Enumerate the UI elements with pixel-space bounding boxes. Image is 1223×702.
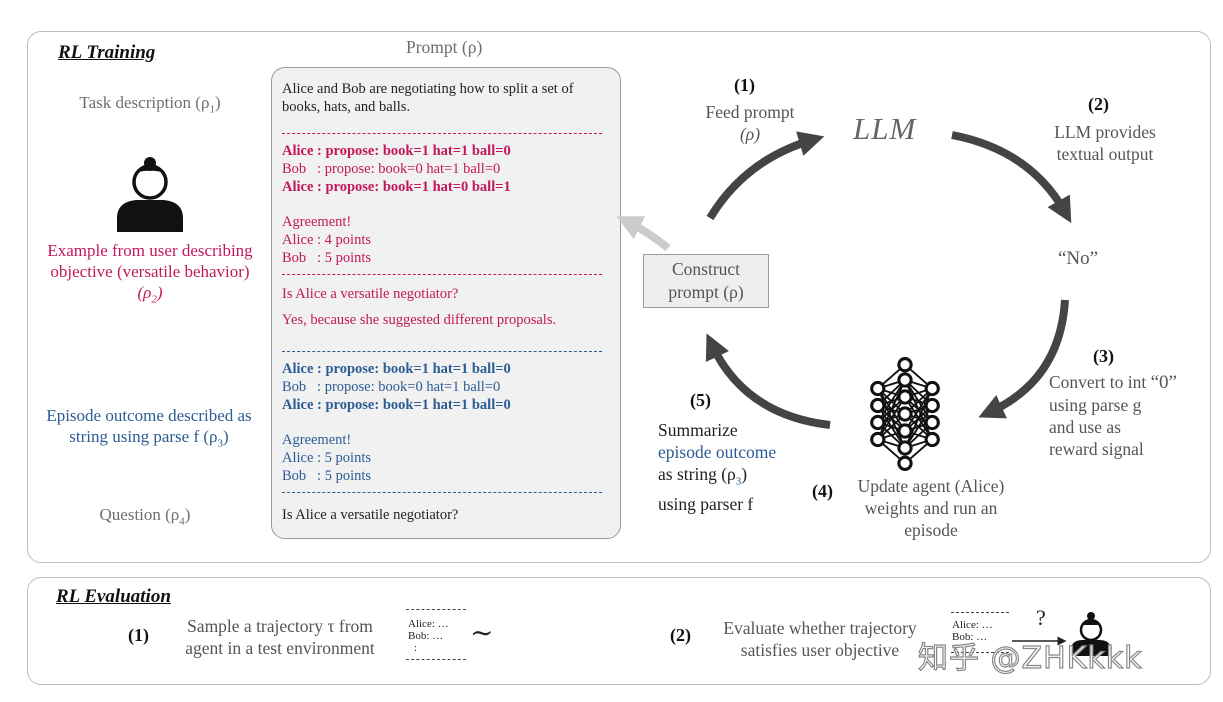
prompt-intro-line1: Alice and Bob are negotiating how to spl… [282, 81, 574, 97]
blue-divider-top [282, 351, 602, 352]
example-line-3: Alice : propose: book=1 hat=0 ball=1 [282, 179, 511, 195]
eval-step2-label: Evaluate whether trajectory satisfies us… [723, 618, 917, 660]
question-label: Question (ρ4) [99, 505, 191, 528]
example-line-1: Alice : propose: book=1 hat=1 ball=0 [282, 143, 511, 159]
example-answer: Yes, because she suggested different pro… [282, 312, 557, 328]
question-label-sub: 4 [179, 515, 185, 528]
example-label-line3: (ρ2) [137, 283, 163, 306]
episode-agreement: Agreement! [282, 432, 352, 448]
example-alice-points: Alice : 4 points [282, 232, 372, 248]
example-bob-points: Bob : 5 points [282, 250, 372, 266]
prompt-intro-line2: books, hats, and balls. [282, 99, 411, 115]
prompt-box: Alice and Bob are negotiating how to spl… [271, 67, 621, 539]
example-label: Example from user describing objective (… [30, 240, 270, 310]
eval-step1-number: (1) [128, 625, 149, 645]
task-description-sub: 1 [209, 103, 215, 116]
step1-number: (1) [734, 75, 755, 95]
step2-number: (2) [1088, 94, 1109, 114]
example-agreement: Agreement! [282, 214, 352, 230]
step4-number: (4) [812, 481, 833, 501]
mini-trajectory-2: Alice: … Bob: … [952, 619, 993, 643]
mini-trajectory-bottom-line [406, 659, 466, 660]
pink-divider-top [282, 133, 602, 134]
episode-label-line1: Episode outcome described as [46, 406, 252, 425]
episode-bob-points: Bob : 5 points [282, 468, 372, 484]
step1-label: Feed prompt (ρ) [705, 102, 795, 144]
rl-evaluation-title: RL Evaluation [56, 586, 171, 607]
prompt-header: Prompt (ρ) [406, 37, 483, 57]
episode-label-line2: string using parse f (ρ3) [69, 427, 229, 450]
mini2-bottom-line [951, 652, 1009, 653]
episode-alice-points: Alice : 5 points [282, 450, 372, 466]
llm-output-no: “No” [1058, 248, 1099, 269]
step4-label: Update agent (Alice) weights and run an … [857, 476, 1005, 540]
eval-step1-label: Sample a trajectory τ from agent in a te… [185, 616, 375, 658]
step3-label: Convert to int “0” using parse g and use… [1049, 372, 1177, 459]
episode-line-2: Bob : propose: book=0 hat=1 ball=0 [282, 379, 501, 395]
step5-number: (5) [690, 390, 711, 410]
step2-label: LLM provides textual output [1054, 122, 1156, 164]
rl-training-title: RL Training [58, 42, 156, 63]
llm-label: LLM [853, 111, 917, 146]
construct-prompt-box: Construct prompt (ρ) [643, 254, 769, 308]
watermark: 知乎 @ZHKkkk [917, 640, 1143, 676]
final-question: Is Alice a versatile negotiator? [282, 507, 459, 523]
example-question: Is Alice a versatile negotiator? [282, 286, 459, 302]
pink-divider-mid [282, 274, 602, 275]
task-description-text: Task description (ρ [79, 93, 210, 112]
tilde-symbol: ∼ [470, 618, 494, 649]
episode-line-1: Alice : propose: book=1 hat=1 ball=0 [282, 361, 511, 377]
mini-trajectory-top-line [406, 609, 466, 610]
eval-step2-number: (2) [670, 625, 691, 645]
question-label-text: Question (ρ [99, 505, 180, 524]
episode-outcome-label: Episode outcome described as string usin… [30, 405, 268, 454]
example-line-2: Bob : propose: book=0 hat=1 ball=0 [282, 161, 501, 177]
step3-number: (3) [1093, 346, 1114, 366]
example-label-line1: Example from user describing [47, 241, 253, 260]
rl-evaluation-panel [27, 577, 1211, 685]
example-label-line2: objective (versatile behavior) [50, 262, 250, 281]
mini2-top-line [951, 612, 1009, 613]
question-mark: ? [1036, 605, 1046, 630]
blue-divider-bottom [282, 492, 602, 493]
episode-line-3: Alice : propose: book=1 hat=1 ball=0 [282, 397, 511, 413]
step5-label: Summarize episode outcome as string (ρ3)… [658, 420, 777, 514]
task-description-label: Task description (ρ1) [79, 93, 221, 116]
mini-trajectory-1: Alice: … Bob: … : [408, 618, 449, 654]
